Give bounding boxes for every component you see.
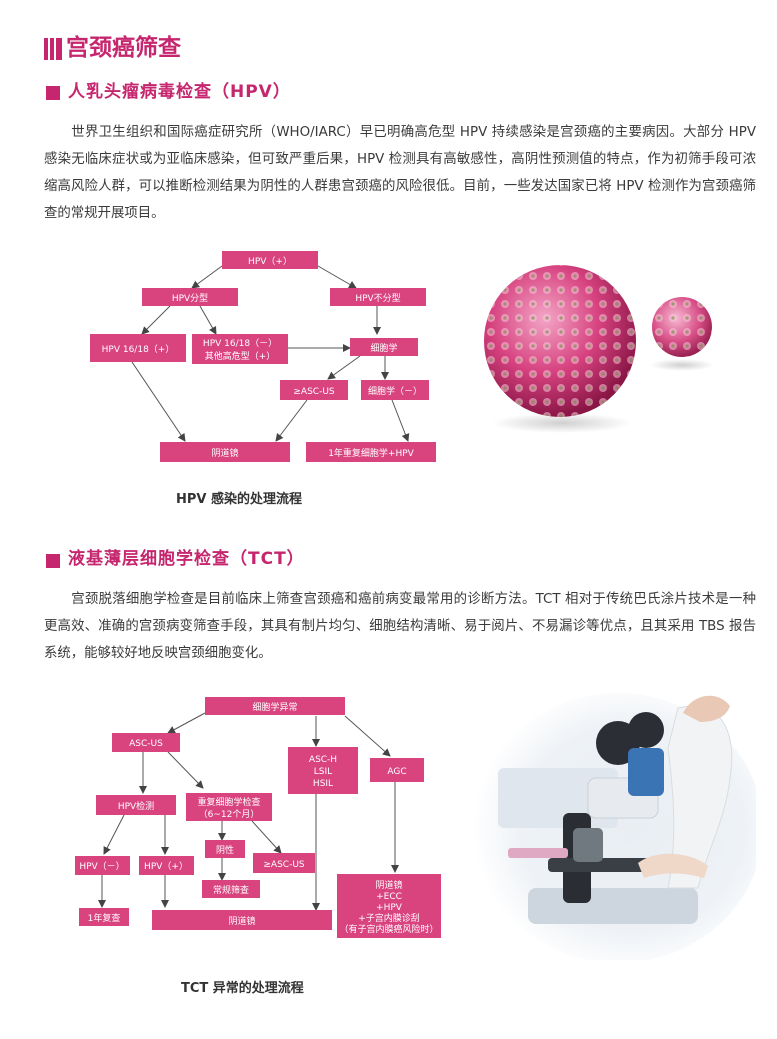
flow-node-cytology-abnormal: 细胞学异常 [205, 697, 345, 715]
node-label-line1: HPV 16/18（－） [203, 338, 277, 349]
node-label: HPV（+） [144, 861, 188, 872]
node-label: HPV不分型 [355, 293, 400, 304]
flow-node-routine-screening: 常规筛查 [202, 880, 260, 898]
tct-section-title: 液基薄层细胞学检查（TCT） [68, 549, 305, 569]
node-label-line1: ASC-H [309, 755, 337, 765]
node-label-line1: 阴道镜 [375, 879, 402, 891]
node-label: 细胞学（－） [368, 385, 422, 397]
node-label: 1年复查 [88, 912, 121, 924]
flow-node-hpv-positive: HPV（+） [222, 251, 318, 269]
node-label-line2: +ECC [376, 892, 402, 902]
node-label: ASC-US [129, 739, 163, 749]
flow-node-cytology-negative: 细胞学（－） [361, 380, 429, 400]
flow-node-negative: 阴性 [205, 840, 245, 858]
hpv-paragraph: 世界卫生组织和国际癌症研究所（WHO/IARC）早已明确高危型 HPV 持续感染… [44, 119, 756, 227]
flow-node-colposcopy: 阴道镜 [160, 442, 290, 462]
title-accent-bars [44, 38, 62, 60]
flow-node-asc-us: ≥ASC-US [280, 380, 348, 400]
node-label: ≥ASC-US [263, 860, 305, 870]
flow-node-hpv1618-positive: HPV 16/18（+） [90, 334, 186, 362]
hpv-flow-caption: HPV 感染的处理流程 [176, 492, 302, 507]
hpv-flow-arrows [131, 265, 410, 442]
page-title: 宫颈癌筛查 [66, 35, 181, 61]
section-marker-icon [46, 86, 60, 100]
tct-paragraph-text: 宫颈脱落细胞学检查是目前临床上筛查宫颈癌和癌前病变最常用的诊断方法。TCT 相对… [44, 592, 756, 661]
flow-node-cytology: 细胞学 [350, 338, 418, 356]
section-marker-icon [46, 554, 60, 568]
node-label: HPV分型 [172, 293, 208, 304]
flow-node-repeat-cytology: 重复细胞学检查 （6~12个月） [186, 793, 272, 821]
tct-flow-arrows [98, 712, 399, 911]
tct-paragraph: 宫颈脱落细胞学检查是目前临床上筛查宫颈癌和癌前病变最常用的诊断方法。TCT 相对… [44, 586, 756, 667]
hpv-paragraph-text: 世界卫生组织和国际癌症研究所（WHO/IARC）早已明确高危型 HPV 持续感染… [44, 125, 756, 221]
node-label: 阴性 [216, 844, 234, 856]
node-label: HPV（+） [248, 256, 292, 267]
flow-node-hpv1618-negative: HPV 16/18（－） 其他高危型（+） [192, 334, 288, 364]
flow-node-hpv-typing: HPV分型 [142, 288, 238, 306]
flow-node-hpv-negative: HPV（－） [75, 856, 130, 875]
node-label: 1年重复细胞学+HPV [328, 447, 414, 459]
flow-node-hpv-positive: HPV（+） [139, 856, 194, 875]
flow-node-asch-lsil-hsil: ASC-H LSIL HSIL [288, 747, 358, 794]
hpv-section-title: 人乳头瘤病毒检查（HPV） [68, 82, 291, 102]
node-label-line2: 其他高危型（+） [205, 350, 276, 362]
node-label-line3: HSIL [313, 779, 333, 789]
node-label: 阴道镜 [211, 447, 238, 459]
flow-node-one-year-recheck: 1年复查 [79, 908, 129, 926]
node-label-line4: +子宫内膜诊刮 [358, 912, 420, 924]
node-label: 阴道镜 [228, 915, 255, 927]
node-label-line2: （6~12个月） [199, 809, 260, 820]
node-label-line1: 重复细胞学检查 [197, 796, 260, 808]
node-label: HPV 16/18（+） [102, 344, 175, 355]
tct-flow-caption: TCT 异常的处理流程 [181, 981, 304, 996]
flow-node-repeat-test: 1年重复细胞学+HPV [306, 442, 436, 462]
microscope-photo [473, 693, 756, 960]
node-label: ≥ASC-US [293, 387, 335, 397]
flow-node-agc-workup: 阴道镜 +ECC +HPV +子宫内膜诊刮 （有子宫内膜癌风险时） [337, 874, 441, 938]
node-label-line5: （有子宫内膜癌风险时） [339, 923, 438, 935]
hpv-virus-illustration [484, 265, 714, 433]
node-label-line3: +HPV [376, 903, 403, 913]
node-label: AGC [387, 767, 406, 777]
node-label-line2: LSIL [314, 767, 332, 777]
flow-node-hpv-test: HPV检测 [96, 795, 176, 815]
node-label: 细胞学 [370, 342, 397, 354]
node-label: 常规筛查 [213, 884, 249, 896]
flow-node-hpv-no-typing: HPV不分型 [330, 288, 426, 306]
node-label: HPV检测 [118, 800, 154, 812]
flow-node-agc: AGC [370, 758, 424, 782]
flow-node-asc-us: ASC-US [112, 733, 180, 752]
flow-node-ge-asc-us: ≥ASC-US [253, 853, 315, 873]
node-label: 细胞学异常 [252, 701, 297, 713]
node-label: HPV（－） [79, 861, 124, 872]
flow-node-colposcopy: 阴道镜 [152, 910, 332, 930]
